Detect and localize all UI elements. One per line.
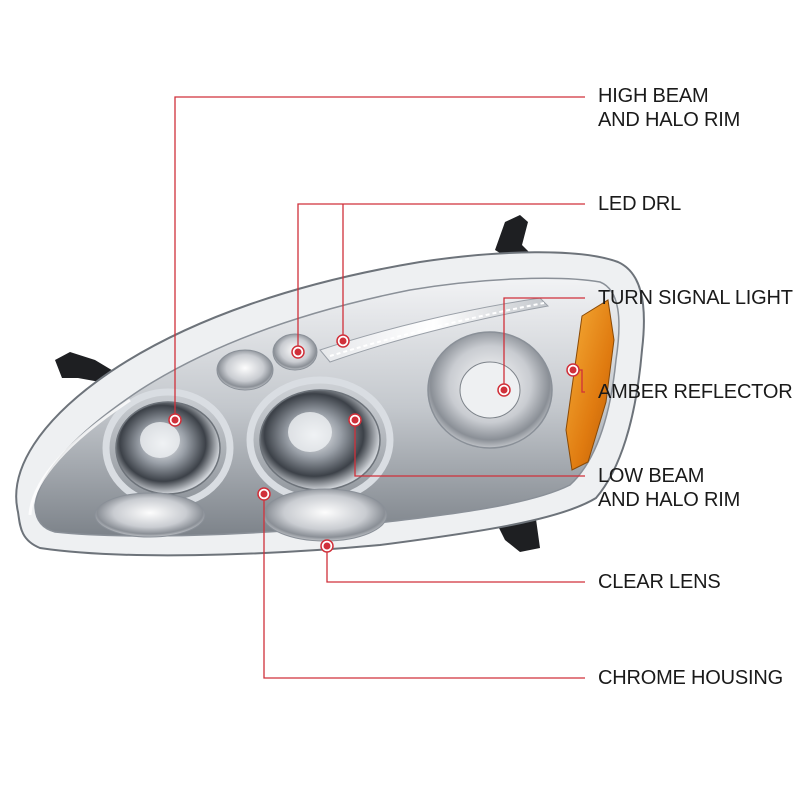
label-amber-reflector-line1: AMBER REFLECTOR xyxy=(598,381,793,403)
dot-high-beam xyxy=(168,413,182,427)
label-chrome-housing-line1: CHROME HOUSING xyxy=(598,667,783,689)
leader-high-beam xyxy=(174,96,585,420)
label-low-beam-line2: AND HALO RIM xyxy=(598,489,741,511)
label-high-beam-line2: AND HALO RIM xyxy=(598,109,741,131)
dot-amber-reflector xyxy=(566,363,580,377)
label-led-drl-line1: LED DRL xyxy=(598,193,682,215)
top-mounting-bracket xyxy=(495,215,535,262)
leader-low-beam xyxy=(354,420,585,477)
label-turn-signal-line1: TURN SIGNAL LIGHT xyxy=(598,287,793,309)
label-turn-signal: TURN SIGNAL LIGHT xyxy=(598,286,793,310)
dot-led-drl-strip xyxy=(336,334,350,348)
label-low-beam: LOW BEAM AND HALO RIM xyxy=(598,464,740,512)
headlight-illustration xyxy=(15,215,645,557)
dot-led-drl xyxy=(291,345,305,359)
leader-clear-lens xyxy=(326,546,585,583)
label-led-drl: LED DRL xyxy=(598,192,681,216)
callout-dots xyxy=(168,334,580,553)
left-mounting-bracket xyxy=(55,352,115,382)
dot-clear-lens xyxy=(320,539,334,553)
label-low-beam-line1: LOW BEAM xyxy=(598,465,705,487)
leader-led-drl xyxy=(297,203,585,352)
dot-low-beam xyxy=(348,413,362,427)
callout-lines xyxy=(174,96,585,679)
leader-chrome-housing xyxy=(263,494,585,679)
leader-turn-signal xyxy=(503,297,585,390)
dot-chrome-housing xyxy=(257,487,271,501)
amber-reflector-part xyxy=(565,299,615,471)
label-high-beam-line1: HIGH BEAM xyxy=(598,85,709,107)
label-chrome-housing: CHROME HOUSING xyxy=(598,666,783,690)
label-high-beam: HIGH BEAM AND HALO RIM xyxy=(598,84,740,132)
dot-turn-signal xyxy=(497,383,511,397)
label-clear-lens: CLEAR LENS xyxy=(598,570,721,594)
label-clear-lens-line1: CLEAR LENS xyxy=(598,571,721,593)
led-drl-strip xyxy=(319,297,550,363)
label-amber-reflector: AMBER REFLECTOR xyxy=(598,380,793,404)
